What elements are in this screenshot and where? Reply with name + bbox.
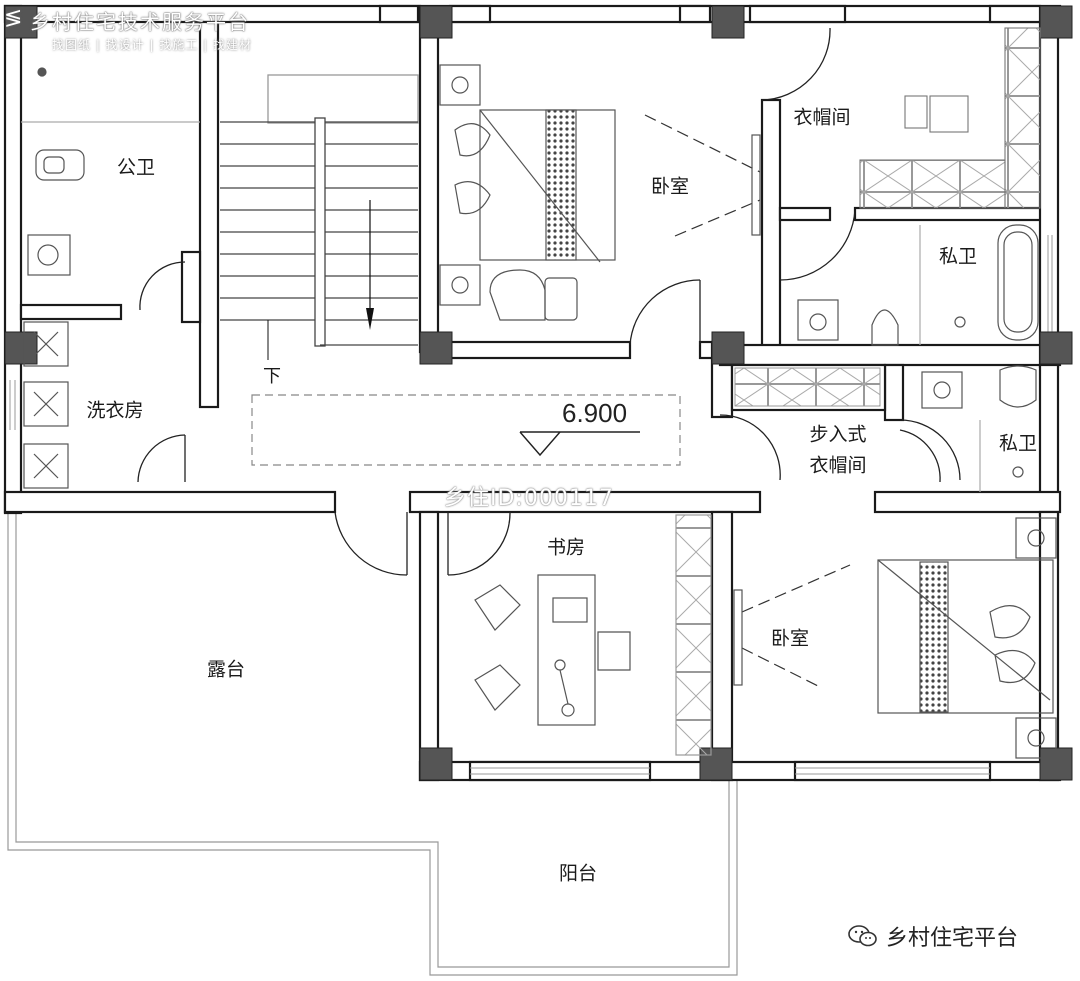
room-label-private-toilet-2: 私卫 (998, 432, 1038, 455)
private-toilet-2-fixtures (921, 365, 1037, 492)
south-bedroom-furniture (733, 517, 1057, 759)
elevation-value: 6.900 (562, 398, 628, 428)
room-label-bedroom-north: 卧室 (650, 175, 690, 198)
north-bedroom-furniture (439, 64, 761, 321)
room-label-laundry: 洗衣房 (86, 399, 144, 422)
columns (4, 5, 1073, 781)
room-label-bedroom-south: 卧室 (770, 627, 810, 650)
watermark-bottom-text: 乡村住宅平台 (886, 926, 1019, 951)
room-label-cloakroom: 衣帽间 (793, 106, 851, 129)
room-label-terrace: 露台 (206, 658, 246, 681)
watermark-top-title: 乡村住宅技术服务平台 (30, 10, 250, 34)
terrace-outline (7, 512, 738, 976)
cloakroom-furniture (859, 27, 1041, 209)
study-furniture (474, 514, 712, 756)
staircase (220, 74, 419, 360)
walkin-closet-shelf (734, 367, 881, 407)
stair-direction-label: 下 (263, 366, 281, 387)
room-label-public-toilet: 公卫 (116, 156, 156, 179)
room-label-private-toilet-1: 私卫 (938, 245, 978, 268)
watermark-top-subtitle: 找图纸 | 找设计 | 找施工 | 找建材 (52, 38, 253, 52)
room-label-walkin-line2: 衣帽间 (809, 454, 867, 477)
wechat-icon (848, 925, 878, 947)
watermark-center: 乡住ID:000117 (444, 486, 614, 511)
laundry-machines (23, 321, 69, 489)
doors (137, 27, 961, 576)
room-label-balcony: 阳台 (558, 862, 598, 885)
window-lines (9, 235, 1053, 775)
corridor-dash-box (251, 394, 681, 466)
watermark-bottom: 乡村住宅平台 (848, 920, 1018, 952)
private-toilet-1-fixtures (797, 224, 1039, 346)
room-label-walkin-line1: 步入式 (809, 423, 867, 446)
watermark-logo-icon: ≶ (4, 6, 23, 31)
public-toilet-fixtures (21, 67, 200, 276)
room-label-study: 书房 (546, 536, 586, 559)
elevation-mark (519, 431, 640, 457)
